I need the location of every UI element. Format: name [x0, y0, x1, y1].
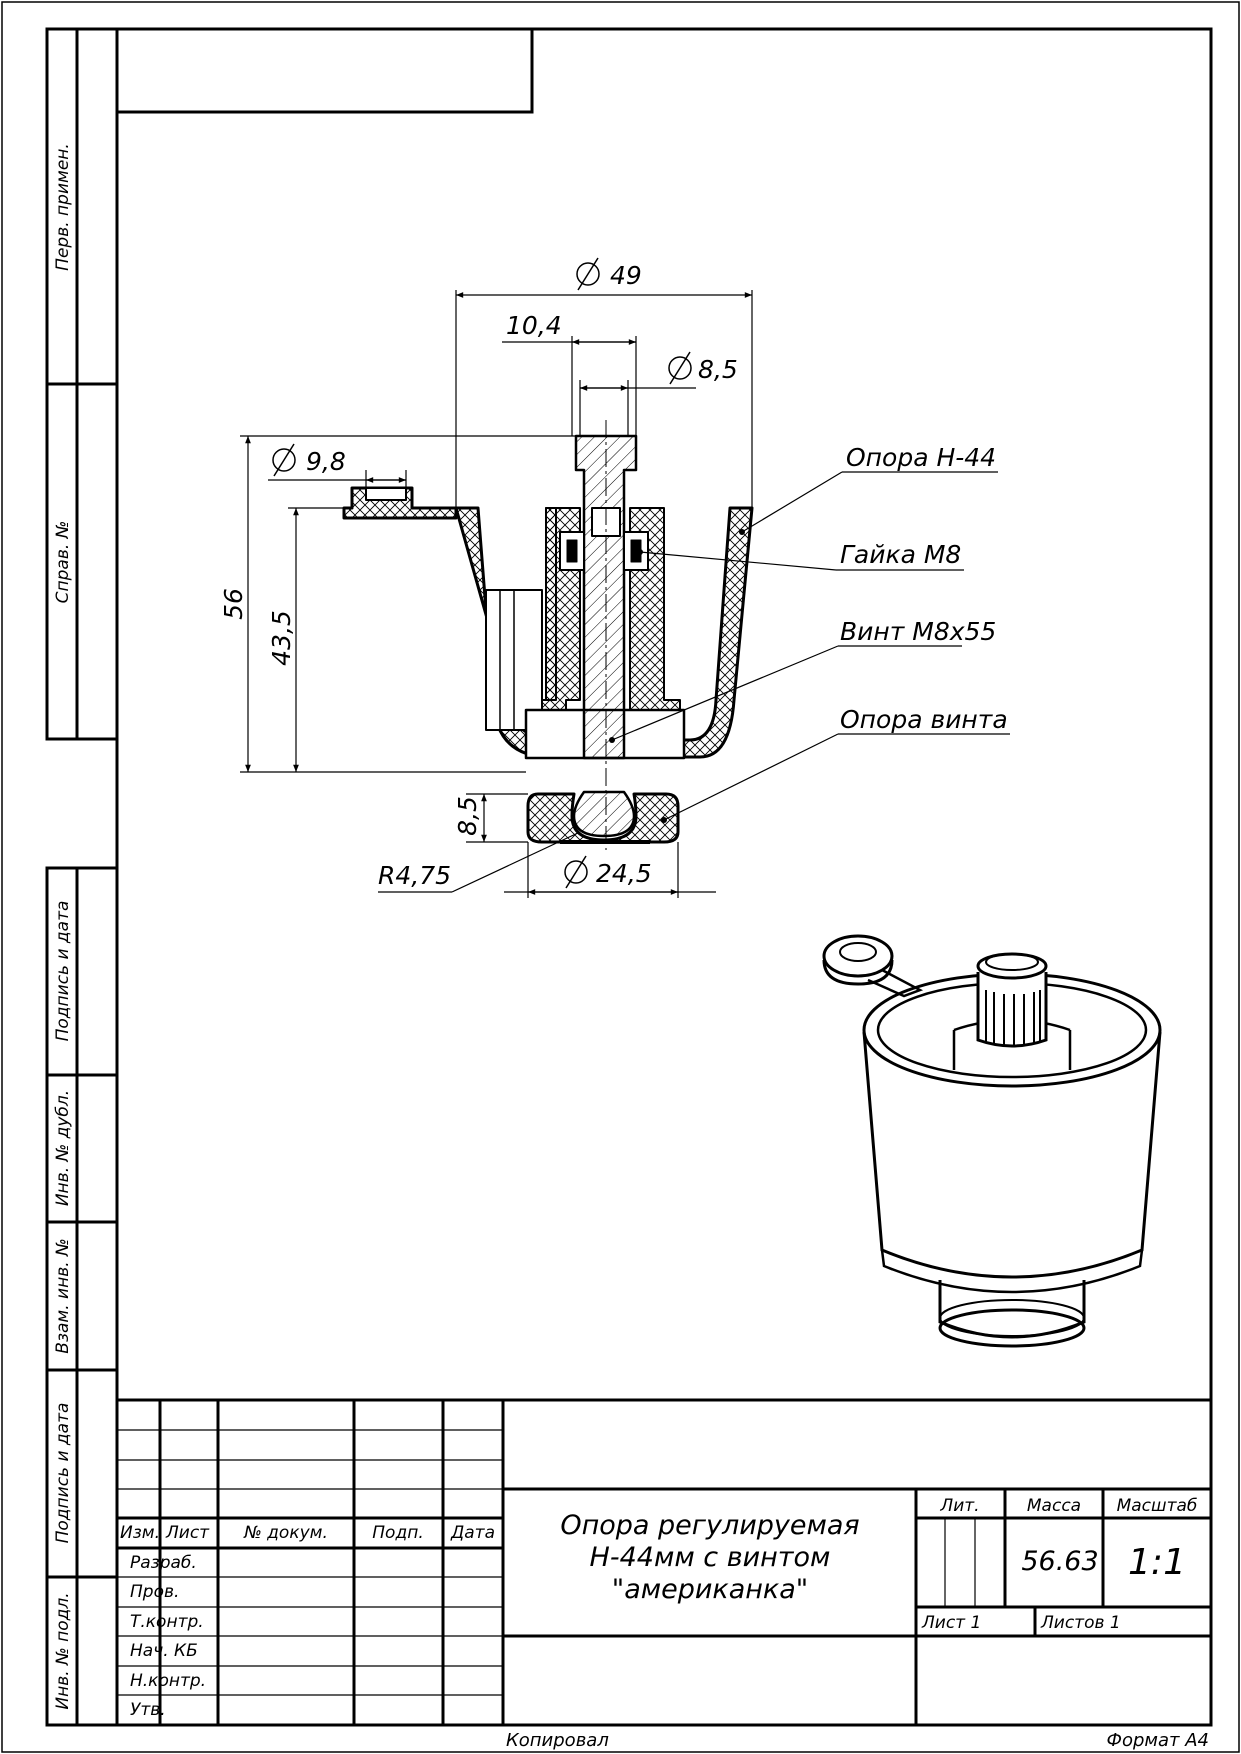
dim-r4-75: R4,75: [378, 861, 451, 890]
tb-header-data: Дата: [450, 1523, 495, 1543]
dimension-texts: 49 10,4 8,5 9,8 56 43,5 8,5 R4,75 24,5: [219, 261, 738, 890]
tb-lit-label: Лит.: [939, 1496, 979, 1516]
dim-h43-5: 43,5: [267, 610, 296, 666]
tb-listov-label: Листов 1: [1040, 1613, 1121, 1633]
nut-m8-left: [559, 531, 585, 571]
side-strip-labels: Перв. примен. Справ. № Подпись и дата Ин…: [53, 143, 73, 1709]
tb-list-label: Лист 1: [921, 1613, 981, 1633]
main-frame: [115, 27, 1213, 1727]
tb-massa-label: Масса: [1027, 1496, 1081, 1516]
side-label-podpis-data-1: Подпись и дата: [53, 901, 73, 1042]
screw-support-section: [526, 792, 680, 844]
tb-header-izm: Изм.: [120, 1523, 160, 1543]
screw-ball-section: [572, 790, 636, 838]
tb-header-podp: Подп.: [372, 1523, 423, 1543]
side-label-inv-no-podl: Инв. № подл.: [53, 1592, 73, 1709]
tb-role-utv: Утв.: [130, 1700, 166, 1720]
side-label-inv-no-dubl: Инв. № дубл.: [53, 1090, 73, 1206]
side-label-perv-primen: Перв. примен.: [53, 143, 73, 271]
tb-masshtab-value: 1:1: [1128, 1542, 1186, 1583]
cup-inner-right-wall: [715, 507, 731, 701]
footer-kopiroval: Копировал: [506, 1730, 609, 1751]
title-block-texts: Изм. Лист № докум. Подп. Дата Разраб. Пр…: [120, 1496, 1197, 1720]
tb-header-list: Лист: [165, 1523, 210, 1543]
tb-role-nkontr: Н.контр.: [130, 1671, 206, 1691]
tb-title-line-3: "американка": [612, 1574, 808, 1605]
callout-opora: Опора Н-44: [846, 443, 996, 472]
side-label-sprav-no: Справ. №: [53, 521, 73, 604]
isometric-view: [822, 934, 1162, 1348]
title-block: [117, 1398, 1211, 1725]
diameter-symbols: [272, 257, 692, 889]
bracket-ear-hole: [365, 487, 407, 501]
section-view: [342, 420, 754, 850]
callout-dots: [609, 529, 745, 823]
side-label-vzam-inv-no: Взам. инв. №: [53, 1238, 73, 1353]
callout-opora-vinta: Опора винта: [840, 705, 1008, 734]
callout-vint: Винт М8х55: [840, 617, 996, 646]
tb-role-razrab: Разраб.: [130, 1553, 197, 1573]
dim-d8-5: 8,5: [698, 355, 738, 384]
callout-labels: Опора Н-44 Гайка М8 Винт М8х55 Опора вин…: [840, 443, 1008, 734]
callout-gaika: Гайка М8: [840, 540, 961, 569]
footer-format: Формат А4: [1106, 1730, 1209, 1751]
tb-role-tkontr: Т.контр.: [130, 1612, 204, 1632]
dim-d24-5: 24,5: [596, 859, 652, 888]
tb-title-line-1: Опора регулируемая: [560, 1510, 859, 1541]
dim-10-4: 10,4: [506, 311, 562, 340]
side-label-podpis-data-2: Подпись и дата: [53, 1403, 73, 1544]
tb-header-dokum: № докум.: [243, 1523, 328, 1543]
top-left-box: [115, 27, 534, 114]
dim-d49: 49: [610, 261, 642, 290]
dimension-lines: [240, 290, 753, 898]
dim-h56: 56: [219, 588, 248, 620]
tb-title-line-2: Н-44мм с винтом: [590, 1542, 831, 1573]
tb-role-prov: Пров.: [130, 1582, 179, 1602]
callout-leaders: [611, 471, 1010, 821]
dim-h8-5: 8,5: [453, 796, 482, 836]
tb-massa-value: 56.63: [1021, 1546, 1098, 1577]
dim-d9-8: 9,8: [306, 447, 346, 476]
tb-role-nach-kb: Нач. КБ: [130, 1641, 198, 1661]
tb-masshtab-label: Масштаб: [1117, 1496, 1198, 1516]
left-side-strip: [45, 27, 119, 1727]
